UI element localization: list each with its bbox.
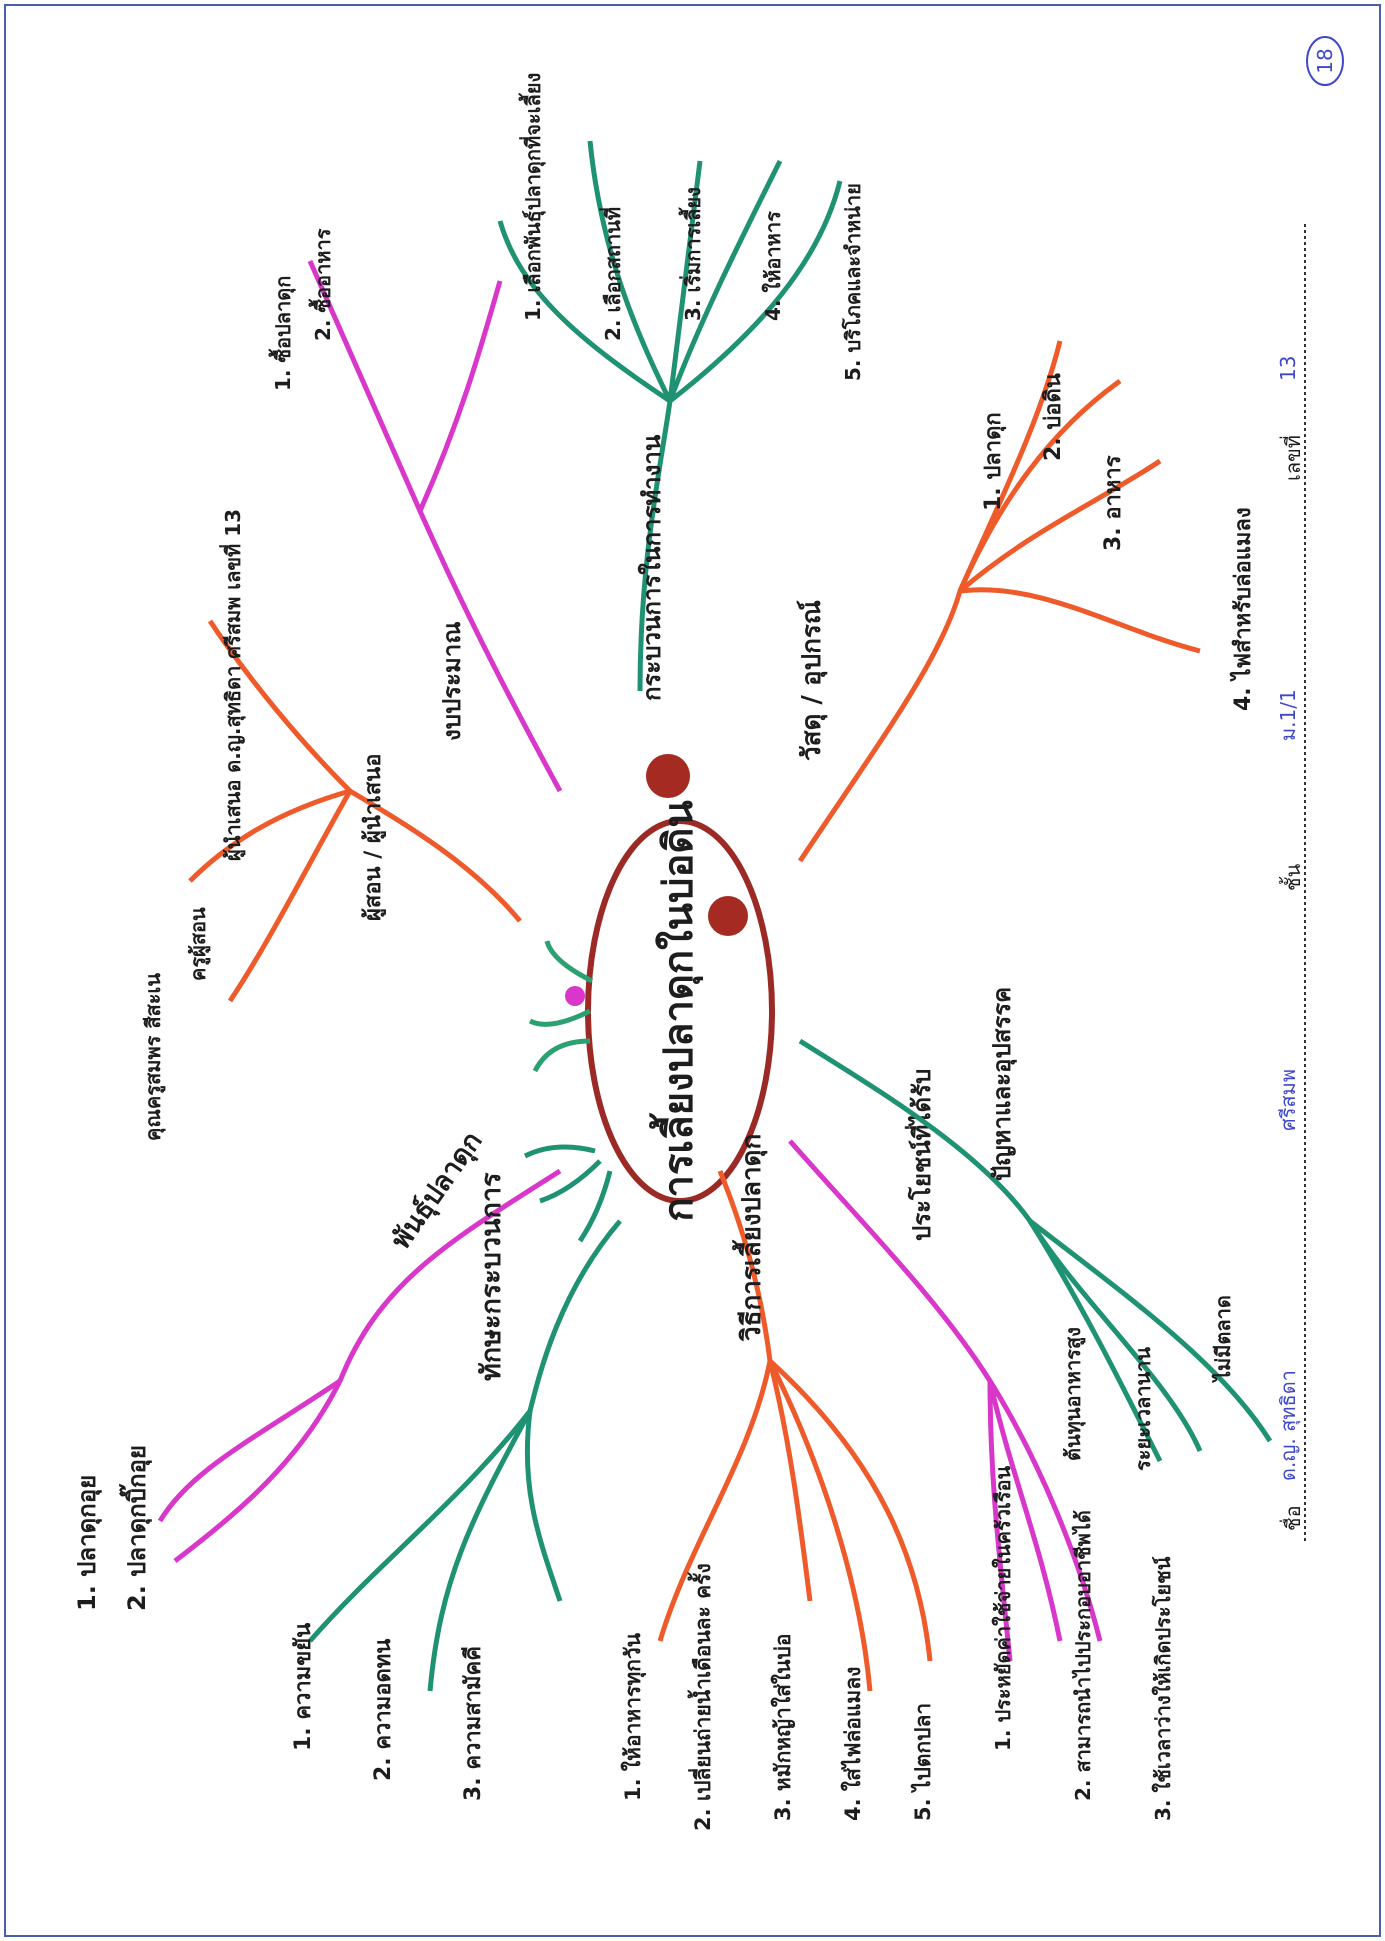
skills-item-1: 1. ความขยัน (291, 1623, 316, 1751)
advisor-item-3: ผู้นำเสนอ ด.ญ.สุทธิดา ศรีสมพ เลขที่ 13 (218, 509, 247, 861)
flower-icon (565, 986, 585, 1006)
method-item-2: 2. เปลี่ยนถ่ายน้ำเดือนละ ครั้ง (687, 1563, 715, 1831)
materials-item-1: 1. ปลาดุก (981, 412, 1007, 511)
page-number: 18 (1313, 48, 1337, 73)
advisor-item-1: ครูผู้สอน (186, 907, 212, 981)
footer-class-label: ชั้น (1279, 863, 1305, 891)
steps-item-1: 1. เลือกพันธุ์ปลาดุกที่จะเลี้ยง (518, 73, 546, 321)
branch-label-skills: ทักษะกระบวนการ (476, 1172, 507, 1381)
breeds-item-2: 2. ปลาดุกบิ๊กอุย (118, 1445, 153, 1611)
breeds-item-1: 1. ปลาดุกอุย (73, 1475, 103, 1611)
advisor-item-2: คุณครูสมพร สีสะเน (141, 973, 167, 1141)
benefits-item-1: 1. ประหยัดค่าใช้จ่ายในครัวเรือน (991, 1465, 1015, 1751)
benefits-item-2: 2. สามารถนำไปประกอบอาชีพได้ (1071, 1510, 1095, 1801)
grass-icon-left (523, 1144, 613, 1243)
branch-label-problems: ปัญหาและอุปสรรค (988, 987, 1018, 1181)
steps-item-5: 5. บริโภคและจำหน่าย (841, 183, 865, 381)
problems-item-3: ไม่มีตลาด (1211, 1295, 1235, 1383)
grass-icon-top (528, 940, 594, 1073)
branch-steps: กระบวนการในการทำงาน 1. เลือกพันธุ์ปลาดุก… (497, 73, 865, 701)
branch-label-steps: กระบวนการในการทำงาน (637, 434, 666, 701)
mind-map-canvas: การเลี้ยงปลาดุกในบ่อดิน พันธุ์ปลาดุก 1. … (73, 36, 1344, 1831)
branch-label-advisor: ผู้สอน / ผู้นำเสนอ (361, 754, 387, 921)
benefits-item-3: 3. ใช้เวลาว่างให้เกิดประโยชน์ (1151, 1556, 1175, 1821)
footer-surname-value: ศรีสมพ (1276, 1069, 1300, 1131)
materials-item-2: 2. บ่อดิน (1041, 373, 1066, 461)
steps-item-3: 3. เริ่มการเลี้ยง (678, 187, 705, 321)
footer-name-value: ด.ญ. สุทธิดา (1276, 1370, 1301, 1481)
branch-label-budget: งบประมาณ (438, 621, 466, 741)
materials-item-4: 4. ไฟสำหรับล่อแมลง (1229, 507, 1256, 711)
problems-item-2: ระยะเวลานาน (1131, 1347, 1155, 1471)
name-footer: ชื่อ ด.ญ. สุทธิดา ศรีสมพ ชั้น ม.1/1 เลขท… (1276, 221, 1306, 1541)
skills-item-2: 2. ความอดทน (371, 1639, 396, 1781)
problems-item-1: ต้นทุนอาหารสูง (1061, 1327, 1087, 1461)
footer-number-label: เลขที่ (1279, 435, 1305, 481)
method-item-5: 5. ไปตกปลา (910, 1703, 935, 1821)
center-title: การเลี้ยงปลาดุกในบ่อดิน (649, 800, 704, 1221)
branch-budget: งบประมาณ 1. ซื้อปลาดุก 2. ซื้ออาหาร (268, 228, 563, 793)
budget-item-2: 2. ซื้ออาหาร (308, 228, 335, 341)
branch-label-method: วิธีการเลี้ยงปลาดุก (731, 1134, 768, 1342)
branch-label-benefits: ประโยชน์ที่ได้รับ (904, 1069, 936, 1241)
method-item-4: 4. ใส่ไฟล่อแมลง (840, 1667, 865, 1821)
footer-number-value: 13 (1276, 356, 1300, 381)
steps-item-2: 2. เลือกสถานที่ (598, 207, 625, 341)
footer-name-label: ชื่อ (1279, 1505, 1305, 1531)
materials-item-3: 3. อาหาร (1101, 455, 1126, 551)
budget-item-1: 1. ซื้อปลาดุก (268, 276, 296, 391)
page-number-badge: 18 (1306, 36, 1344, 86)
fruit-icon-side (708, 896, 748, 936)
branch-benefits: ประโยชน์ที่ได้รับ 1. ประหยัดค่าใช้จ่ายใน… (788, 1069, 1175, 1821)
branch-skills: ทักษะกระบวนการ 1. ความขยัน 2. ความอดทน 3… (291, 1172, 622, 1801)
branch-problems: ปัญหาและอุปสรรค ต้นทุนอาหารสูง ระยะเวลาน… (798, 987, 1273, 1471)
branch-label-materials: วัสดุ / อุปกรณ์ (796, 600, 828, 761)
branch-materials: วัสดุ / อุปกรณ์ 1. ปลาดุก 2. บ่อดิน 3. อ… (796, 340, 1256, 863)
central-node: การเลี้ยงปลาดุกในบ่อดิน (523, 754, 775, 1243)
footer-class-value: ม.1/1 (1276, 689, 1300, 741)
method-item-3: 3. หมักหญ้าใส่ในบ่อ (770, 1634, 796, 1821)
branch-method: วิธีการเลี้ยงปลาดุก 1. ให้อาหารทุกวัน 2.… (620, 1134, 935, 1831)
fruit-icon-top (646, 754, 690, 798)
skills-item-3: 3. ความสามัคคี (461, 1646, 486, 1801)
branch-label-breeds: พันธุ์ปลาดุก (385, 1126, 490, 1256)
method-item-1: 1. ให้อาหารทุกวัน (620, 1632, 647, 1801)
steps-item-4: 4. ให้อาหาร (761, 211, 785, 321)
branch-advisor: ผู้สอน / ผู้นำเสนอ ครูผู้สอน คุณครูสมพร … (141, 509, 522, 1141)
